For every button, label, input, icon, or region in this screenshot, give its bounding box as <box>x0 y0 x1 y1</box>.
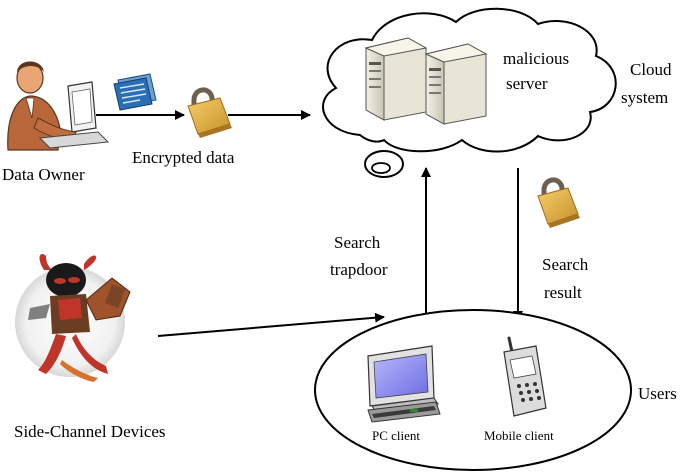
document-icon <box>113 73 157 111</box>
malicious-server-label-2: server <box>506 74 548 93</box>
side-channel-devices-label: Side-Channel Devices <box>14 422 166 441</box>
server-icon <box>364 37 488 125</box>
search-result-label-2: result <box>544 283 582 302</box>
arrow-devil-to-users <box>157 312 385 337</box>
users-group <box>314 309 632 471</box>
cloud-tail-small <box>371 162 391 174</box>
lock-icon <box>187 87 232 138</box>
mobile-client-label: Mobile client <box>484 428 554 443</box>
pc-client-icon <box>367 345 441 423</box>
users-label: Users <box>638 384 677 403</box>
cloud-system-label-2: system <box>621 88 668 107</box>
devil-icon <box>15 253 131 382</box>
search-trapdoor-label-1: Search <box>334 233 381 252</box>
pc-client-label: PC client <box>372 428 420 443</box>
data-owner-icon <box>7 61 110 151</box>
malicious-server-label-1: malicious <box>503 49 569 68</box>
data-owner-label: Data Owner <box>2 165 85 184</box>
mobile-client-icon <box>503 336 547 417</box>
encrypted-data-label: Encrypted data <box>132 148 235 167</box>
lock-icon <box>537 177 580 228</box>
search-trapdoor-label-2: trapdoor <box>330 260 388 279</box>
search-result-label-1: Search <box>542 255 589 274</box>
cloud-system-label-1: Cloud <box>630 60 672 79</box>
